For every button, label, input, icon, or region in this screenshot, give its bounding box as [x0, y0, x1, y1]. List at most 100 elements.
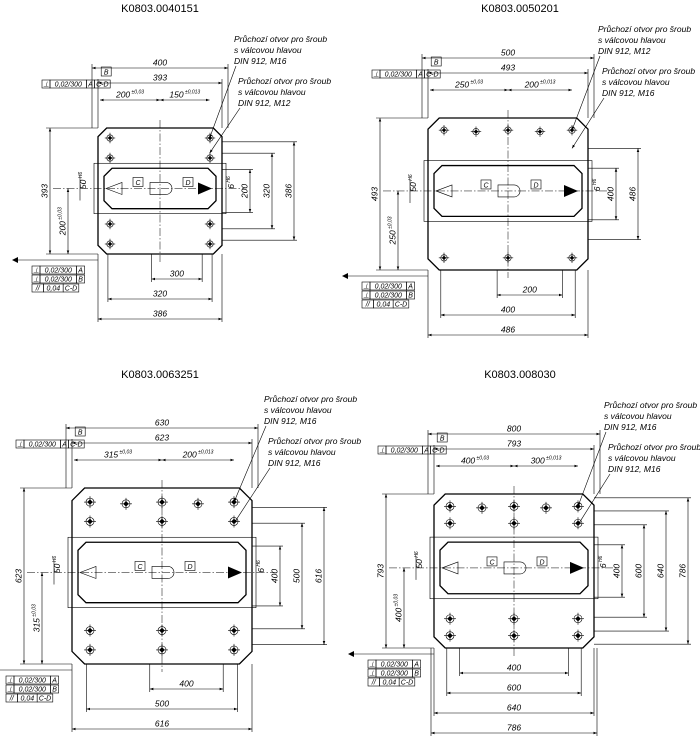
datum-letter: D	[539, 559, 544, 566]
fcf-bottom-3-cell-text: C-D	[65, 286, 77, 293]
fcf-top-cell-text: A	[61, 442, 67, 449]
dim-split-right-label: 300 ±0,013	[531, 456, 562, 466]
fcf-bottom-1-cell-text: 0,02/300	[375, 284, 402, 291]
fcf-bottom-2-cell-text: 0,02/300	[375, 293, 402, 300]
dim-left-height-label: 793	[376, 564, 386, 578]
fcf-top-cell	[94, 79, 111, 89]
dim-left-height-label: 623	[14, 569, 24, 583]
note-m-first: s válcovou hlavou	[264, 405, 332, 415]
note-m-second: s válcovou hlavou	[268, 447, 336, 457]
note-leader-2	[233, 467, 271, 524]
note-m-first: DIN 912, M16	[234, 56, 287, 66]
dim-bottom-2-label: 400	[501, 305, 515, 315]
clamping-slot-frame	[77, 541, 247, 604]
dim-left-offset-label: 400 ±0,03	[394, 594, 404, 622]
dim-slot-width: 50 H6	[52, 556, 62, 573]
datum-letter: C	[137, 564, 143, 571]
note-leader-1	[233, 425, 267, 503]
fcf-bottom-3-cell-text: 0,04	[46, 286, 60, 293]
dim-bottom-1-label: 200	[522, 285, 537, 295]
fcf-top-cell	[68, 439, 85, 449]
dim-slot-width: 50 H6	[414, 551, 424, 568]
dim-left-height-label: 393	[40, 184, 50, 198]
note-m-second: s válcovou hlavou	[238, 87, 306, 97]
fcf-top-cell-text: ⊥	[379, 448, 385, 455]
center-slot	[151, 566, 175, 579]
fcf-bottom-1-cell-text: ⊥	[7, 678, 13, 685]
dim-split-right-label: 200 ±0,013	[182, 450, 214, 460]
fcf-top-cell-text: C-D	[426, 72, 438, 79]
dim-bottom-2-label: 500	[155, 699, 169, 709]
dim-slot-width: 50 H6	[408, 174, 418, 191]
note-m-first: Průchozí otvor pro šroub	[598, 24, 691, 34]
datum-letter: D	[533, 182, 538, 189]
note-m-first: s válcovou hlavou	[604, 411, 672, 421]
dim-left-offset-label: 315 ±0,03	[32, 604, 42, 632]
fcf-bottom-3-cell	[62, 283, 80, 293]
fcf-bottom-1-cell-text: A	[413, 662, 419, 669]
dim-split-left-label: 250 ±0,03	[454, 80, 483, 90]
dim-right-4-label: 786	[678, 564, 688, 578]
dim-top-outer-label: 500	[501, 48, 515, 58]
dim-right-1-label: 400	[612, 564, 622, 578]
note-m-first: Průchozí otvor pro šroub	[604, 400, 697, 410]
note-m-second: DIN 912, M16	[268, 458, 321, 468]
dim-right-1-label: 400	[606, 187, 616, 201]
fcf-bottom-2-cell-text: ⊥	[369, 671, 375, 678]
datum-box	[536, 556, 548, 567]
fcf-top-cell-text: A	[87, 82, 93, 89]
note-leader-2	[209, 107, 241, 154]
datum-box	[430, 56, 442, 67]
dim-top-inner-label: 623	[155, 433, 169, 443]
plate-outline	[71, 487, 253, 665]
fcf-bottom-2-cell-text: 0,02/300	[381, 671, 408, 678]
fcf-bottom-1-cell-text: A	[51, 678, 57, 685]
dim-left-offset-label: 250 ±0,03	[388, 216, 398, 245]
fcf-bottom-1-cell-text: ⊥	[369, 662, 375, 669]
fcf-top-cell-text: C-D	[70, 442, 82, 449]
dim-split-left-label: 200 ±0,03	[115, 90, 144, 100]
fcf-bottom-2-cell-text: 0,02/300	[19, 687, 46, 694]
fcf-bottom-1-cell-text: ⊥	[363, 284, 369, 291]
fcf-bottom-1-cell	[406, 281, 415, 291]
dim-split-right-label: 150 ±0,013	[169, 90, 200, 100]
dim-right-2-label: 320	[262, 184, 272, 198]
dim-bottom-3-label: 386	[153, 309, 167, 319]
drawing-title: K0803.0050201	[481, 3, 559, 15]
fcf-top-cell	[424, 69, 441, 79]
fcf-bottom-3-cell-text: //	[35, 286, 41, 293]
drawing-title: K0803.008030	[484, 369, 556, 381]
note-leader-1	[209, 65, 237, 139]
dim-top-outer-label: 400	[153, 58, 167, 68]
right-locator	[564, 184, 578, 197]
fcf-bottom-2-cell	[406, 290, 415, 300]
dim-bottom-3-label: 486	[501, 325, 515, 335]
datum-a-triangle	[342, 273, 348, 279]
fcf-bottom-2-cell-text: B	[414, 671, 419, 678]
fcf-bottom-3: // 0,04 C-D	[31, 283, 80, 293]
fcf-top-cell-text: C-D	[432, 448, 444, 455]
fcf-top-cell-text: 0,02/300	[29, 442, 56, 449]
fcf-bottom-3-cell-text: //	[371, 680, 377, 687]
center-slot	[149, 182, 173, 195]
fcf-bottom-2-cell	[50, 684, 59, 694]
dim-top-inner-label: 393	[153, 73, 167, 83]
datum-box	[182, 177, 194, 187]
fcf-top-cell-text: ⊥	[43, 82, 49, 89]
dim-right-2-label: 600	[634, 564, 644, 578]
note-leader-2	[571, 97, 605, 149]
